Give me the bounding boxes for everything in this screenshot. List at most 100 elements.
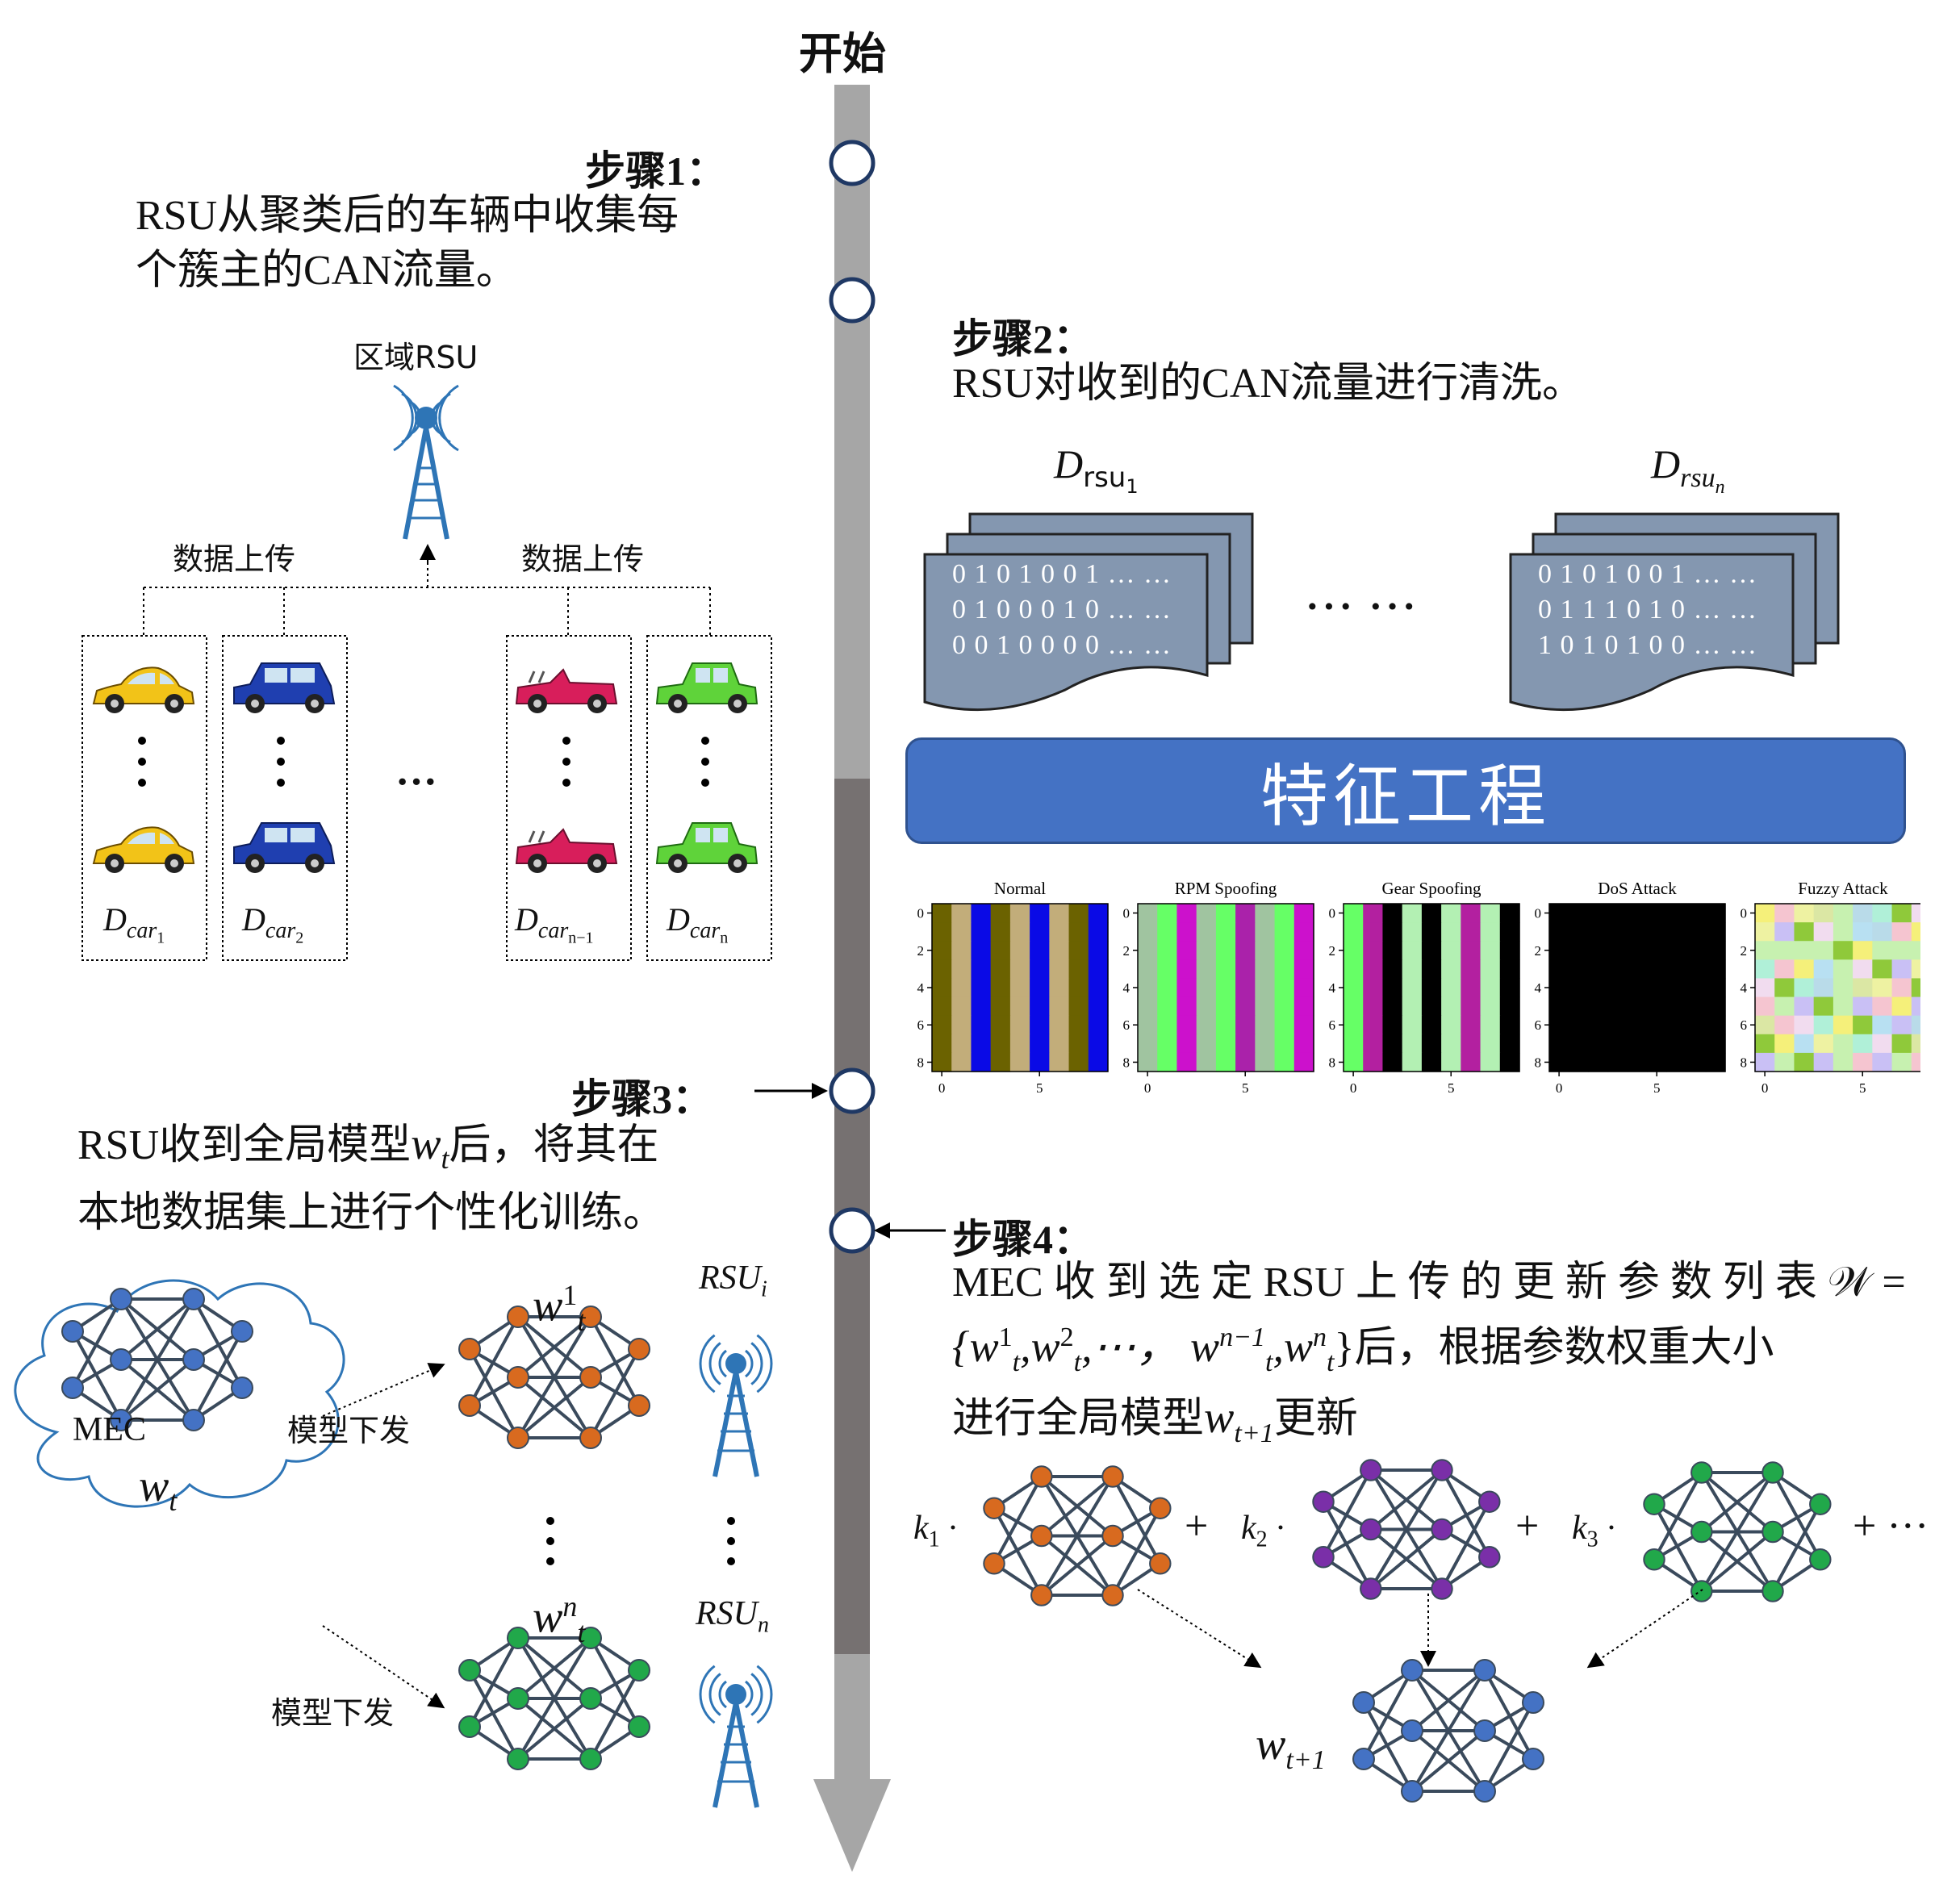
doc-ellipsis: ··· ··· — [1306, 583, 1419, 629]
heatmap-xtick: 5 — [1448, 1080, 1455, 1096]
start-label: 开始 — [799, 28, 886, 79]
car-vertical-ellipsis — [138, 737, 709, 787]
weighted-model-1 — [983, 1465, 1172, 1606]
k1-label: k1 · — [913, 1510, 957, 1552]
feature-engineering-bar: 特征工程 — [905, 737, 1906, 844]
heatmap-xtick: 0 — [1350, 1080, 1357, 1096]
car-icon-1-2 — [92, 826, 195, 873]
timeline-node-step3 — [829, 1067, 876, 1114]
step2-title: 步骤2： — [952, 316, 1093, 361]
weighted-model-3 — [1643, 1461, 1832, 1602]
step3-text-line2: 本地数据集上进行个性化训练。 — [77, 1190, 666, 1237]
heatmap-xtick: 0 — [1144, 1080, 1151, 1096]
local-model-bottom — [458, 1627, 650, 1770]
car-label-n: Dcarn — [667, 901, 729, 947]
timeline-lower-segment — [834, 1654, 870, 1783]
step4-text-line2: {w1t,w2t,⋯， wn−1t,wnt}后，根据参数权重大小 — [952, 1322, 1774, 1377]
heatmap-title-1: Normal — [994, 879, 1046, 898]
dispatch-arrow-bottom — [322, 1625, 445, 1709]
step3-title: 步骤3： — [571, 1076, 713, 1122]
car-label-2: Dcar2 — [242, 901, 304, 947]
heatmap-title-4: DoS Attack — [1598, 879, 1677, 898]
heatmap-ytick: 4 — [1741, 980, 1748, 996]
step4-text-line3: 进行全局模型wt+1更新 — [952, 1392, 1358, 1448]
car-icon-4-1 — [655, 662, 759, 713]
rsu-n-tower-icon — [699, 1665, 773, 1808]
plus-1: + — [1185, 1503, 1209, 1549]
plus-2: + — [1515, 1503, 1540, 1549]
doc-stack-left — [923, 512, 1254, 712]
doc-stack-right — [1509, 512, 1840, 712]
heatmap-ytick: 0 — [917, 906, 925, 921]
heatmap-ytick: 4 — [1535, 980, 1542, 996]
heatmap-xtick: 0 — [938, 1080, 946, 1096]
model-vertical-ellipsis — [546, 1517, 735, 1565]
doc-right-bits: 0 1 0 1 0 0 1 … … 0 1 1 1 0 1 0 … … 1 0 … — [1538, 559, 1757, 660]
aggregation-diagram — [983, 1459, 1832, 1803]
timeline-upper-segment — [834, 85, 870, 779]
heatmap-xtick: 0 — [1761, 1080, 1769, 1096]
heatmap-xtick: 5 — [1242, 1080, 1249, 1096]
regional-rsu-tower-icon — [393, 384, 459, 540]
cars-horizontal-ellipsis: ··· — [395, 759, 438, 805]
step3-text-part1: RSU收到全局模型 — [77, 1122, 412, 1168]
heatmap-ytick: 6 — [1741, 1017, 1748, 1033]
heatmap-ytick: 2 — [1535, 943, 1542, 959]
step3-text: RSU收到全局模型wt后，将其在 本地数据集上进行个性化训练。 — [77, 1117, 665, 1241]
heatmap-ytick: 8 — [1123, 1055, 1130, 1070]
timeline-arrowhead — [813, 1779, 891, 1872]
step1-text-line2: 个簇主的CAN流量。 — [136, 248, 518, 294]
step4-text: MEC 收 到 选 定 RSU 上 传 的 更 新 参 数 列 表 𝒲 = {w… — [952, 1255, 1906, 1461]
feature-engineering-label: 特征工程 — [1260, 756, 1551, 836]
car-icon-1-1 — [92, 666, 195, 713]
local-model-top — [458, 1306, 650, 1449]
car-icon-3-1 — [515, 668, 618, 713]
heatmap-ytick: 8 — [917, 1055, 925, 1070]
car-icon-3-2 — [515, 828, 618, 873]
mec-model-label: wt — [139, 1461, 178, 1518]
heatmap-ytick: 8 — [1329, 1055, 1336, 1070]
heatmap-ytick: 4 — [917, 980, 925, 996]
rsu-n-label: RSUn — [696, 1595, 769, 1638]
heatmap-ytick: 4 — [1329, 980, 1336, 996]
timeline-node-step4 — [829, 1207, 876, 1254]
dispatch-label-top: 模型下发 — [287, 1413, 411, 1448]
dispatch-label-bottom: 模型下发 — [271, 1695, 395, 1731]
result-model-label: wt+1 — [1256, 1719, 1326, 1776]
weighted-model-2 — [1312, 1459, 1501, 1600]
timeline-node-step2 — [829, 277, 876, 324]
upload-label-right: 数据上传 — [521, 541, 645, 577]
step4-text-line1: MEC 收 到 选 定 RSU 上 传 的 更 新 参 数 列 表 𝒲 = — [952, 1260, 1906, 1306]
heatmap-ytick: 2 — [1741, 943, 1748, 959]
heatmap-xtick: 5 — [1859, 1080, 1866, 1096]
heatmap-ytick: 0 — [1329, 906, 1336, 921]
heatmap-ytick: 6 — [917, 1017, 925, 1033]
car-label-1: Dcar1 — [103, 901, 165, 947]
heatmap-title-5: Fuzzy Attack — [1798, 879, 1888, 898]
heatmap-ytick: 6 — [1535, 1017, 1542, 1033]
upload-label-left: 数据上传 — [173, 541, 296, 577]
doc-left-bits: 0 1 0 1 0 0 1 … … 0 1 0 0 0 1 0 … … 0 0 … — [952, 559, 1172, 660]
heatmap-ytick: 2 — [1329, 943, 1336, 959]
timeline-node-step1 — [829, 140, 876, 186]
step1-text-line1: RSU从聚类后的车辆中收集每 — [136, 193, 679, 239]
rsu-i-tower-icon — [699, 1334, 773, 1477]
step3-text-part2: 后，将其在 — [449, 1122, 659, 1168]
heatmap-ytick: 2 — [917, 943, 925, 959]
car-label-n-1: Dcarn−1 — [515, 901, 594, 947]
heatmap-xtick: 0 — [1556, 1080, 1563, 1096]
heatmap-ytick: 2 — [1123, 943, 1130, 959]
car-icon-2-2 — [233, 822, 336, 873]
dispatch-arrow-top — [322, 1363, 445, 1417]
heatmap-ytick: 8 — [1535, 1055, 1542, 1070]
step1-title: 步骤1： — [585, 148, 726, 194]
upload-lines — [143, 558, 711, 636]
step1-text: RSU从聚类后的车辆中收集每 个簇主的CAN流量。 — [136, 189, 679, 299]
model-top-label: w1t — [533, 1279, 586, 1337]
step3-wt: wt — [411, 1119, 449, 1176]
heatmap-ytick: 4 — [1123, 980, 1130, 996]
car-boxes — [81, 635, 772, 961]
regional-rsu-label: 区域RSU — [353, 340, 479, 375]
